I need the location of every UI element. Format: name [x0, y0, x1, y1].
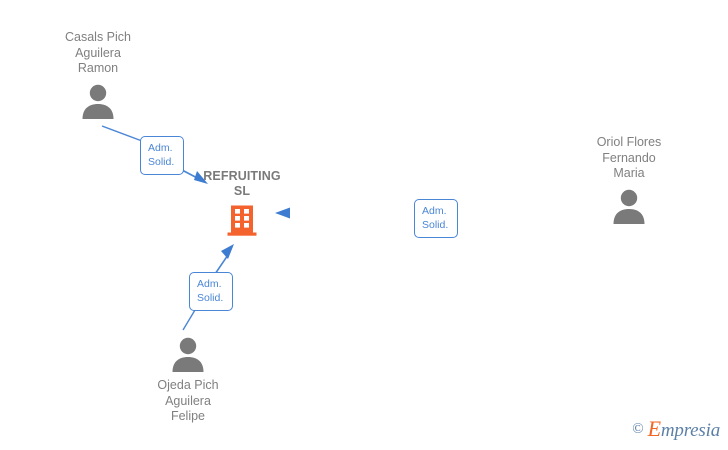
company-building-icon — [227, 205, 257, 236]
person-label-ojeda: Ojeda Pich Aguilera Felipe — [157, 378, 219, 423]
person-label-oriol: Oriol Flores Fernando Maria — [596, 135, 662, 180]
relation-box-casals[interactable]: Adm. Solid. — [140, 136, 184, 175]
relation-box-oriol[interactable]: Adm. Solid. — [414, 199, 458, 238]
person-node-casals[interactable]: Casals Pich Aguilera Ramon — [28, 30, 168, 119]
person-node-ojeda[interactable]: Ojeda Pich Aguilera Felipe — [118, 336, 258, 425]
brand-logo: Empresia — [647, 416, 721, 442]
person-icon — [172, 337, 204, 372]
relation-box-ojeda[interactable]: Adm. Solid. — [189, 272, 233, 311]
person-node-oriol[interactable]: Oriol Flores Fernando Maria — [559, 135, 699, 224]
brand-rest: mpresia — [660, 420, 720, 441]
person-label-casals: Casals Pich Aguilera Ramon — [65, 30, 131, 75]
person-icon — [613, 189, 645, 224]
brand-initial: E — [647, 416, 661, 441]
empresia-watermark: © Empresia — [632, 416, 720, 442]
company-node-refruiting[interactable]: REFRUITING SL — [172, 169, 312, 237]
person-icon — [82, 84, 114, 119]
company-label: REFRUITING SL — [203, 169, 281, 198]
copyright-icon: © — [632, 420, 644, 437]
